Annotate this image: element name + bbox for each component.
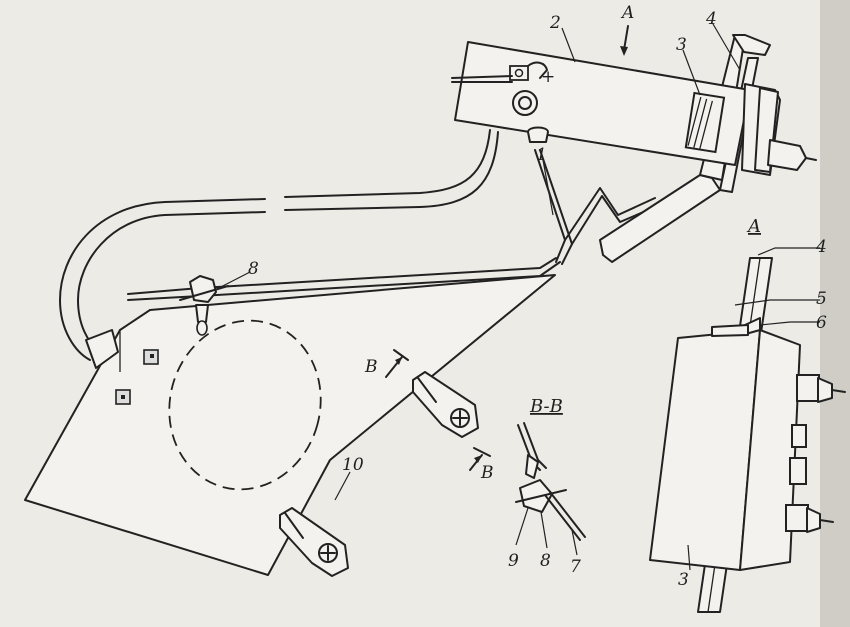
label-10: 10 [342, 455, 364, 475]
cut-arrow-b-lower [469, 447, 491, 471]
cut-arrow-b-upper [385, 349, 409, 378]
unit-2 [451, 41, 817, 176]
view-a-arrow [620, 25, 629, 56]
slotted-bracket-lower [279, 507, 349, 577]
terminal-block [509, 65, 529, 81]
rod-lower [127, 257, 561, 301]
panel-10 [24, 274, 556, 576]
link-rod-1 [534, 149, 661, 265]
leader-lines [214, 23, 820, 571]
label-plus: + [541, 67, 555, 87]
label-view-a: A [746, 216, 761, 237]
label-6: 6 [816, 313, 827, 333]
label-3-top: 3 [676, 35, 687, 55]
connector-3 [684, 91, 726, 154]
label-4-view: 4 [815, 237, 827, 257]
knob-upper [796, 374, 820, 402]
round-connector [512, 90, 538, 116]
label-b-upper: B [364, 357, 378, 377]
section-bb-detail [515, 422, 586, 541]
clip-8-upper [179, 275, 229, 336]
knob-lower [785, 504, 809, 532]
label-7: 7 [570, 557, 581, 577]
cable-harness [59, 129, 499, 369]
label-b-lower: B [480, 463, 494, 483]
label-1: 1 [536, 145, 547, 165]
label-8-section: 8 [540, 551, 551, 571]
label-4-top: 4 [705, 9, 717, 29]
label-section-bb: B-B [529, 396, 563, 417]
label-8-upper: 8 [248, 259, 259, 279]
label-view-a-top: A [620, 3, 634, 23]
label-9: 9 [508, 551, 519, 571]
slotted-bracket-upper [412, 371, 479, 438]
label-2: 2 [549, 13, 561, 33]
view-a-detail [649, 257, 846, 613]
dashed-opening [168, 319, 322, 491]
label-5: 5 [816, 289, 827, 309]
page-edge-shadow [820, 0, 850, 627]
label-3-view: 3 [678, 570, 689, 590]
